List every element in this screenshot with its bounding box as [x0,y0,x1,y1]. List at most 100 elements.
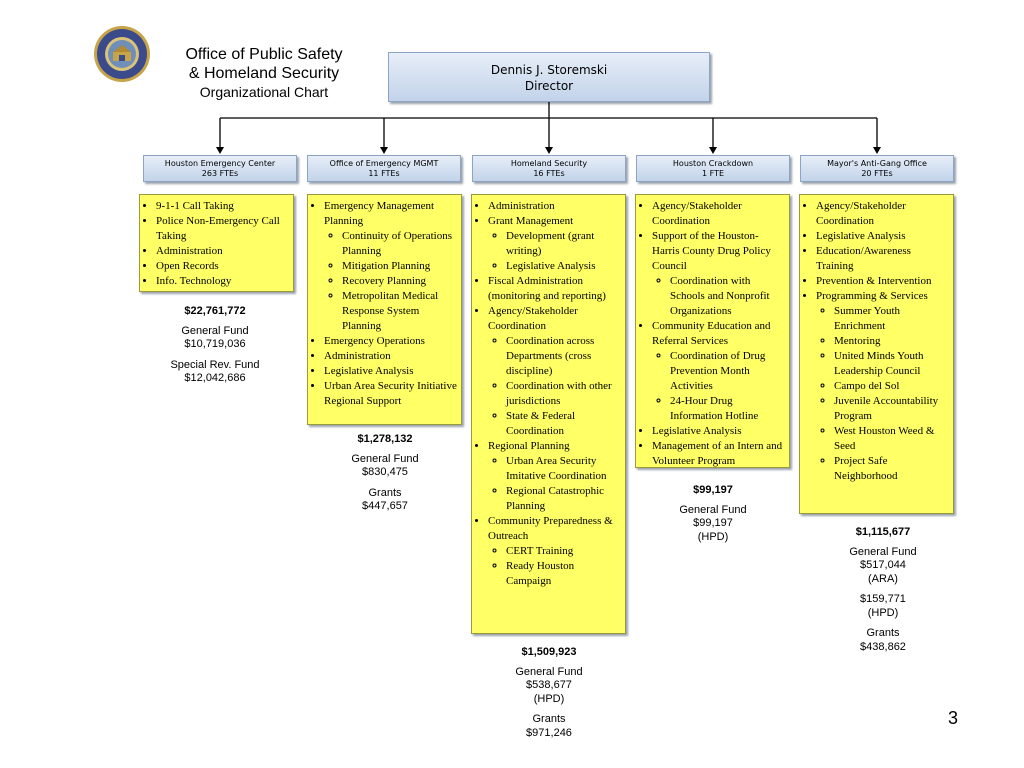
fund-note: (ARA) [868,572,898,585]
budget-fund: Grants$438,862 [808,627,958,654]
dept-ftes: 16 FTEs [533,169,565,178]
fund-label: General Fund [181,324,249,337]
duties-box-mayors-anti-gang-office: Agency/Stakeholder CoordinationLegislati… [799,194,954,514]
budget-fund: Grants$971,246 [474,713,624,740]
duty-item: Emergency Operations [324,334,457,349]
duty-item: Community Education and Referral Service… [652,319,785,424]
duty-item: Regional PlanningUrban Area Security Imi… [488,439,621,514]
duty-item: Education/Awareness Training [816,244,949,274]
duty-item: 9-1-1 Call Taking [156,199,289,214]
sub-duty-item: Summer Youth Enrichment [834,304,949,334]
sub-duties-list: Urban Area Security Imitative Coordinati… [488,454,621,514]
fund-amount: $830,475 [362,466,408,478]
director-box: Dennis J. Storemski Director [388,52,710,102]
fund-label: Special Rev. Fund [170,358,260,371]
duty-item: Administration [488,199,621,214]
fund-label: General Fund [515,665,583,678]
sub-duty-item: Urban Area Security Imitative Coordinati… [506,454,621,484]
page-number: 3 [948,708,959,728]
city-seal-icon [94,26,150,82]
duty-item: Prevention & Intervention [816,274,949,289]
duties-box-homeland-security: AdministrationGrant ManagementDevelopmen… [471,194,626,634]
duty-item: Agency/Stakeholder Coordination [652,199,785,229]
chart-title: Office of Public Safety & Homeland Secur… [166,45,362,101]
budget-fund: General Fund$538,677(HPD) [474,666,624,707]
sub-duty-item: Continuity of Operations Planning [342,229,457,259]
budget-fund: General Fund$517,044(ARA) [808,546,958,587]
duty-text: Police Non-Emergency Call Taking [156,215,280,242]
duty-text: Programming & Services [816,290,928,302]
dept-name: Office of Emergency MGMT [329,159,439,168]
title-line-2: & Homeland Security [188,65,340,82]
sub-duty-item: Coordination across Departments (cross d… [506,334,621,379]
fund-amount: $447,657 [362,500,408,512]
duty-item: Management of an Intern and Volunteer Pr… [652,439,785,469]
duty-text: Agency/Stakeholder Coordination [816,200,906,227]
sub-duty-item: Legislative Analysis [506,259,621,274]
duties-list: 9-1-1 Call TakingPolice Non-Emergency Ca… [140,199,289,289]
fund-note: (HPD) [533,692,565,705]
duties-box-office-of-emergency-mgmt: Emergency Management PlanningContinuity … [307,194,462,425]
duty-text: Legislative Analysis [816,230,906,242]
fund-label: Grants [532,713,566,725]
budget-total: $99,197 [693,484,733,496]
sub-duty-item: Mitigation Planning [342,259,457,274]
sub-duty-item: Development (grant writing) [506,229,621,259]
director-role: Director [524,79,574,93]
fund-label: General Fund [351,452,419,465]
dept-box-houston-crackdown: Houston Crackdown 1 FTE [636,155,790,182]
fund-amount: $159,771 [860,593,906,605]
sub-duty-item: Campo del Sol [834,379,949,394]
fund-amount: $10,719,036 [184,338,246,350]
duty-text: 9-1-1 Call Taking [156,200,234,212]
duty-text: Fiscal Administration (monitoring and re… [488,275,606,302]
duties-box-houston-crackdown: Agency/Stakeholder CoordinationSupport o… [635,194,790,468]
dept-box-houston-emergency-center: Houston Emergency Center 263 FTEs [143,155,297,182]
duties-box-houston-emergency-center: 9-1-1 Call TakingPolice Non-Emergency Ca… [139,194,294,292]
budget-total: $1,278,132 [357,433,413,445]
director-name: Dennis J. Storemski [490,63,608,77]
fund-note: (HPD) [697,530,729,543]
duties-list: Emergency Management PlanningContinuity … [308,199,457,409]
duty-text: Emergency Management Planning [324,200,435,227]
fund-label: General Fund [679,503,747,516]
fund-amount: $517,044 [860,559,906,571]
duty-item: Administration [324,349,457,364]
fund-amount: $971,246 [526,726,572,739]
budget-fund: General Fund$830,475 [310,453,460,480]
budget-total: $1,115,677 [855,526,911,538]
duty-text: Prevention & Intervention [816,275,932,287]
duty-item: Open Records [156,259,289,274]
dept-name: Mayor's Anti-Gang Office [827,159,927,168]
dept-ftes: 20 FTEs [861,169,893,178]
sub-duty-item: Regional Catastrophic Planning [506,484,621,514]
duty-item: Legislative Analysis [652,424,785,439]
dept-ftes: 263 FTEs [201,169,239,178]
duty-item: Administration [156,244,289,259]
duty-item: Community Preparedness & OutreachCERT Tr… [488,514,621,589]
dept-ftes: 11 FTEs [368,169,400,178]
duty-text: Support of the Houston-Harris County Dru… [652,230,771,272]
budget-fund: General Fund$10,719,036 [140,325,290,352]
duty-text: Urban Area Security Initiative Regional … [324,380,457,407]
fund-label: General Fund [849,545,917,558]
duty-text: Open Records [156,260,219,272]
sub-duty-item: Metropolitan Medical Response System Pla… [342,289,457,334]
dept-box-homeland-security: Homeland Security 16 FTEs [472,155,626,182]
duty-item: Info. Technology [156,274,289,289]
duty-item: Emergency Management PlanningContinuity … [324,199,457,334]
duty-text: Regional Planning [488,440,570,452]
dept-name: Houston Emergency Center [164,159,276,168]
duty-text: Administration [156,245,223,257]
chart-subtitle: Organizational Chart [199,84,329,100]
duty-text: Community Education and Referral Service… [652,320,771,347]
duty-text: Emergency Operations [324,335,425,347]
duty-text: Agency/Stakeholder Coordination [488,305,578,332]
sub-duty-item: State & Federal Coordination [506,409,621,439]
dept-ftes: 1 FTE [701,169,725,178]
sub-duties-list: Coordination with Schools and Nonprofit … [652,274,785,319]
